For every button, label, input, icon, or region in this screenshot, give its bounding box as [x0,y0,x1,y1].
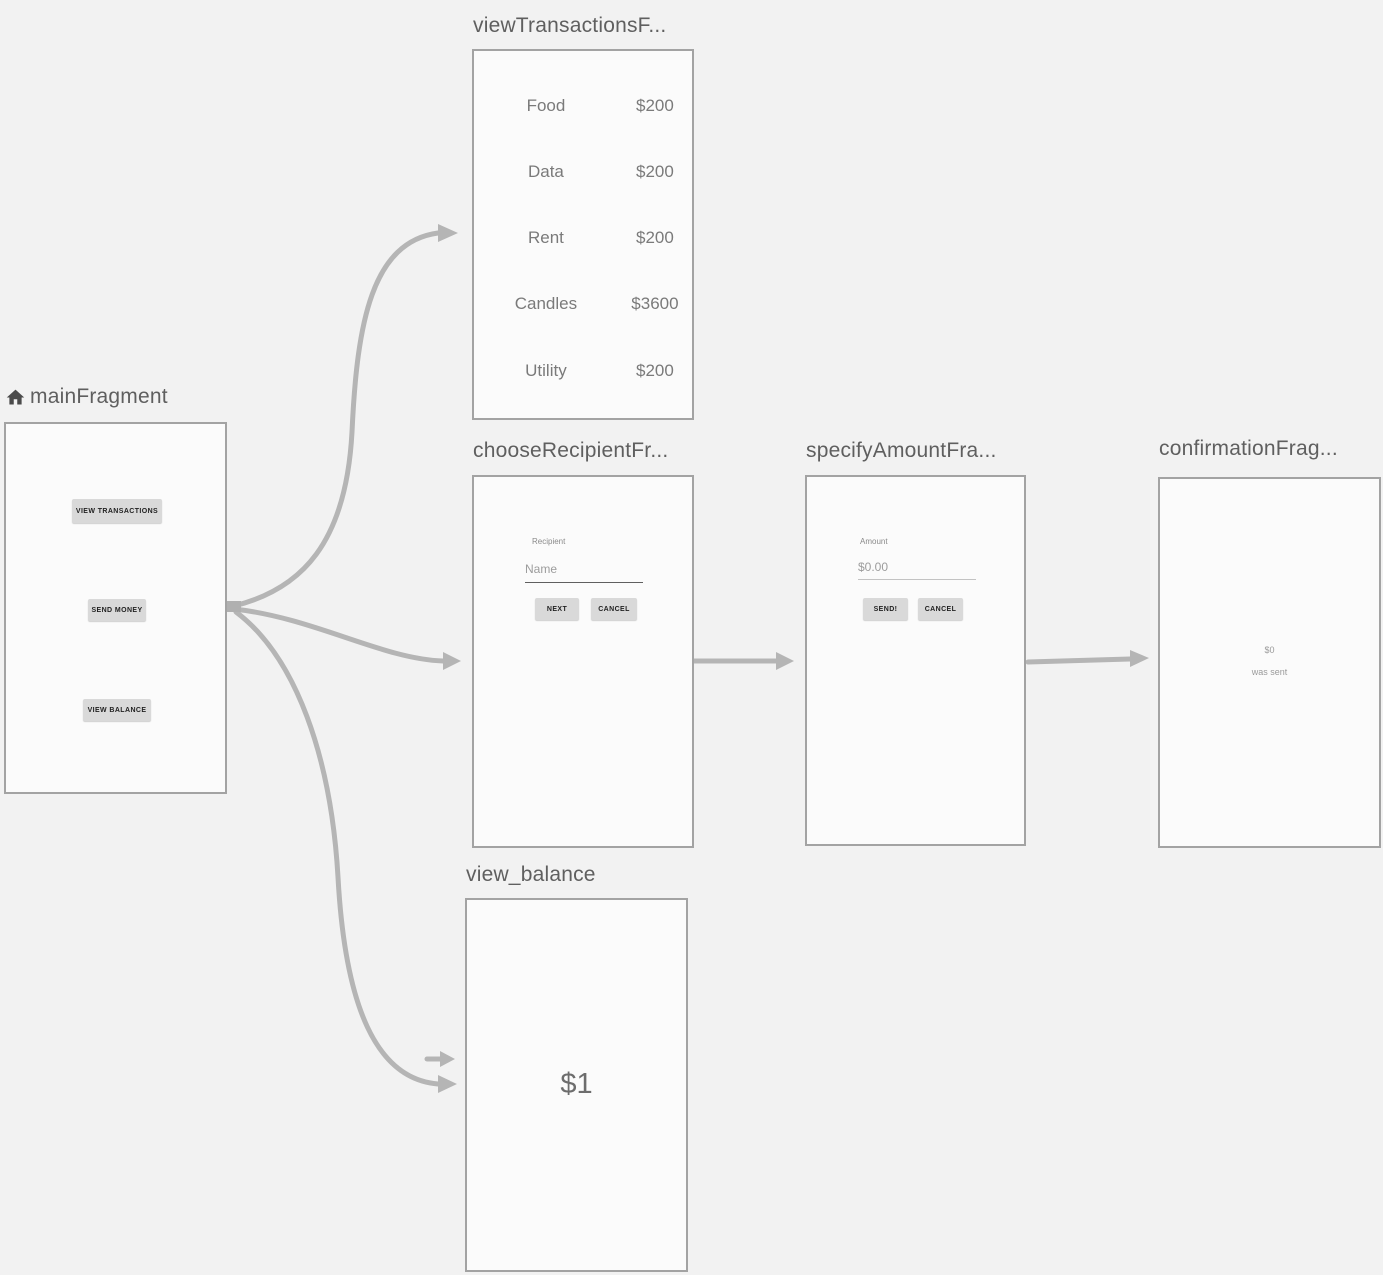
balance-amount-text: $1 [560,1068,593,1100]
fragment-title-view-transactions[interactable]: viewTransactionsF... [473,14,666,38]
transaction-label: Data [527,162,564,181]
transaction-label: Rent [527,228,564,247]
transaction-label: Candles [514,294,578,313]
fragment-panel-main[interactable]: VIEW TRANSACTIONS SEND MONEY VIEW BALANC… [4,422,227,794]
fragment-panel-view-balance[interactable]: $1 [465,898,688,1272]
recipient-field-label: Recipient [532,537,566,546]
amount-field-underline [858,579,976,580]
fragment-panel-choose-recipient[interactable]: Recipient Name NEXT CANCEL [472,475,694,848]
preview-button-cancel: CANCEL [591,598,637,620]
fragment-title-specify-amount-label: specifyAmountFra... [806,439,997,462]
home-icon [6,389,25,404]
amount-field-hint: $0.00 [858,560,889,574]
action-source-handle[interactable] [225,601,241,612]
fragment-title-view-balance-label: view_balance [466,863,596,886]
preview-button-view-balance: VIEW BALANCE [83,699,151,721]
preview-button-cancel: CANCEL [918,598,963,620]
fragment-title-view-transactions-label: viewTransactionsF... [473,14,667,37]
transaction-amount: $3600 [631,294,679,313]
fragment-title-view-balance[interactable]: view_balance [466,863,596,887]
recipient-field-hint: Name [525,562,558,576]
action-arrow-choose-recipient-to-specify-amount[interactable] [691,652,794,670]
fragment-panel-confirmation[interactable]: $0 was sent [1158,477,1381,848]
fragment-title-specify-amount[interactable]: specifyAmountFra... [806,439,997,463]
fragment-title-choose-recipient-label: chooseRecipientFr... [473,439,669,462]
fragment-title-confirmation[interactable]: confirmationFrag... [1159,437,1338,461]
fragment-title-main-label: mainFragment [30,385,168,408]
recipient-field-underline [525,582,643,583]
preview-button-view-transactions: VIEW TRANSACTIONS [72,499,162,523]
action-arrow-main-to-choose-recipient[interactable] [231,606,461,670]
fragment-title-main[interactable]: mainFragment [5,385,168,409]
transaction-row: Food $200 [474,96,692,116]
fragment-title-choose-recipient[interactable]: chooseRecipientFr... [473,439,668,463]
preview-button-send-money: SEND MONEY [88,599,146,621]
fragment-panel-view-transactions[interactable]: Food $200 Data $200 Rent $200 Candles $3… [472,49,694,420]
fragment-title-confirmation-label: confirmationFrag... [1159,437,1338,460]
preview-button-send: SEND! [863,598,908,620]
transaction-row: Rent $200 [474,228,692,248]
transaction-amount: $200 [636,361,674,380]
fragment-panel-specify-amount[interactable]: Amount $0.00 SEND! CANCEL [805,475,1026,846]
action-arrow-main-to-view-transactions[interactable] [231,224,458,609]
action-arrow-stub-to-view-balance[interactable] [424,1051,455,1067]
action-arrow-main-to-view-balance[interactable] [233,609,457,1093]
transaction-row: Candles $3600 [474,294,692,314]
action-arrow-specify-amount-to-confirmation[interactable] [1025,650,1149,667]
confirmation-message-text: was sent [1251,667,1288,677]
preview-button-next: NEXT [535,598,579,620]
transaction-amount: $200 [636,162,674,181]
confirmation-amount-text: $0 [1264,645,1275,655]
amount-field-label: Amount [860,537,888,546]
transaction-label: Food [526,96,566,115]
transaction-amount: $200 [636,228,674,247]
transaction-row: Data $200 [474,162,692,182]
transaction-row: Utility $200 [474,361,692,381]
transaction-label: Utility [525,361,567,380]
transaction-amount: $200 [636,96,674,115]
